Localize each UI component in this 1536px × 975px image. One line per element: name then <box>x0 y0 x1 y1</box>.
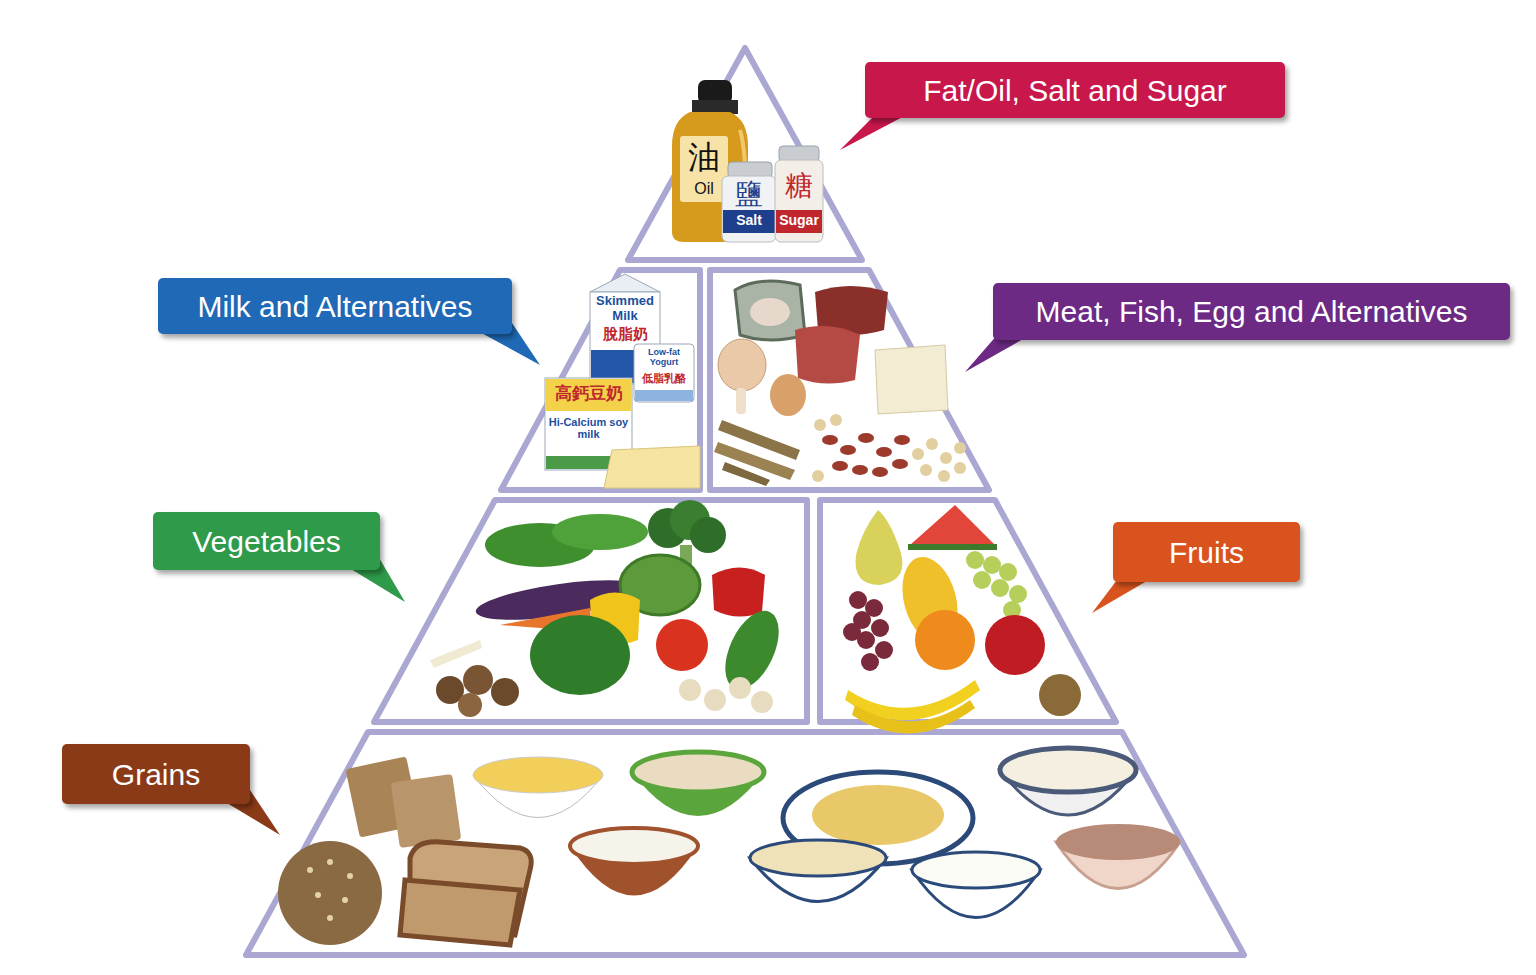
meat-fish-egg <box>714 281 966 486</box>
package-label: 糖 <box>775 170 823 201</box>
package-label: Oil <box>680 180 728 198</box>
package-label: 脫脂奶 <box>591 326 659 343</box>
callout-text: Fruits <box>1169 536 1244 569</box>
callout-box: Grains <box>62 744 250 804</box>
package-label: Skimmed Milk <box>591 294 659 323</box>
package-label: 鹽 <box>722 178 776 209</box>
sugar-shaker <box>775 146 823 242</box>
package-label: 油 <box>680 140 728 176</box>
callout-text: Vegetables <box>192 525 340 558</box>
cheese-slice <box>604 446 700 488</box>
package-label: Sugar <box>775 213 823 229</box>
package-label: Salt <box>722 213 776 229</box>
callout-box: Vegetables <box>153 512 380 570</box>
callout-box: Fat/Oil, Salt and Sugar <box>865 62 1285 118</box>
callout-text: Meat, Fish, Egg and Alternatives <box>1036 295 1468 328</box>
callout-box: Meat, Fish, Egg and Alternatives <box>993 283 1510 340</box>
package-label: 高鈣豆奶 <box>547 384 630 403</box>
callout-text: Grains <box>112 758 200 791</box>
package-label: Hi-Calcium soy milk <box>547 416 630 441</box>
fruits <box>843 505 1081 733</box>
yogurt-cup <box>634 344 694 402</box>
pyramid-tiers <box>246 48 1244 955</box>
callout-tails <box>222 112 1152 835</box>
callout-text: Milk and Alternatives <box>197 290 472 323</box>
grains <box>278 748 1180 945</box>
callout-box: Fruits <box>1113 522 1300 582</box>
callout-box: Milk and Alternatives <box>158 278 512 334</box>
package-label: 低脂乳酪 <box>636 372 692 384</box>
salt-shaker <box>722 162 776 242</box>
callout-text: Fat/Oil, Salt and Sugar <box>923 74 1227 107</box>
package-label: Low-fat Yogurt <box>636 347 692 367</box>
vegetables <box>430 500 790 717</box>
